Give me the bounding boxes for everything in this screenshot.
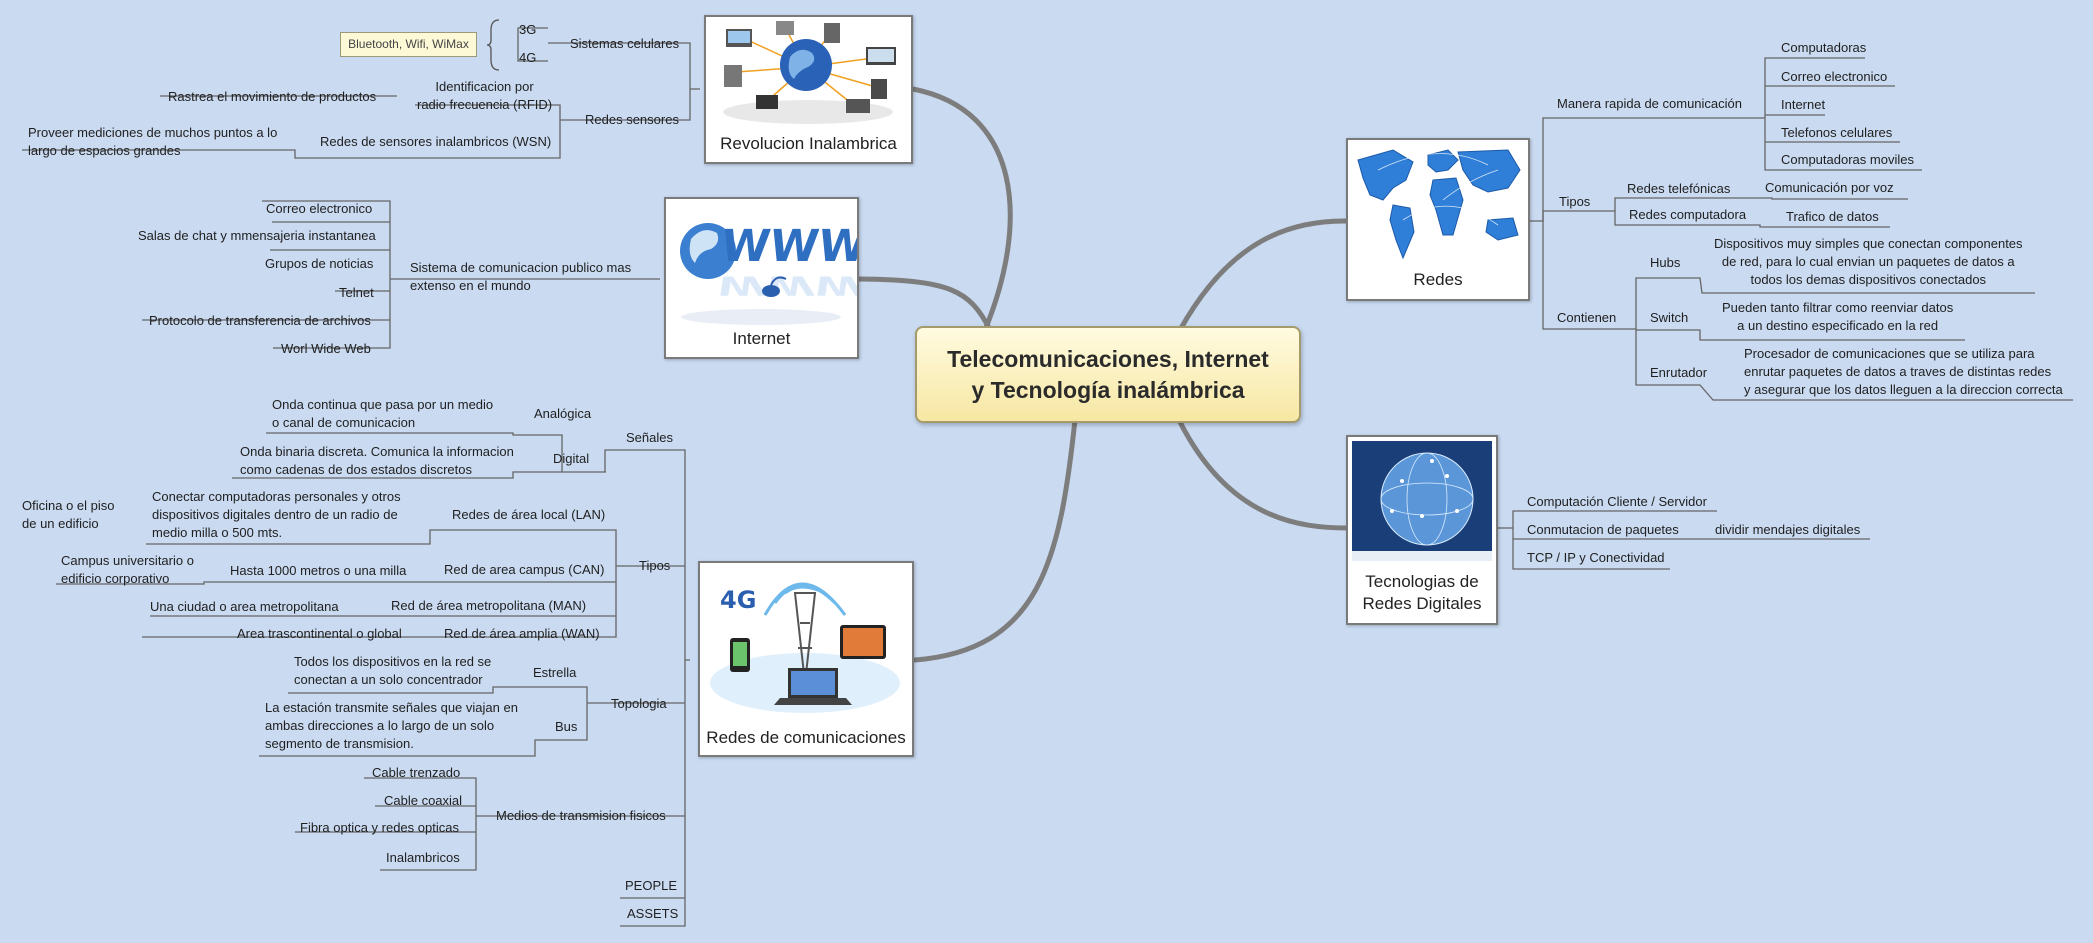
redes-card[interactable]: Redes	[1346, 138, 1530, 301]
node-estrella[interactable]: Estrella	[533, 665, 577, 680]
node-enrutador-detail[interactable]: Procesador de comunicaciones que se util…	[1744, 346, 2063, 397]
svg-text:WWW: WWW	[718, 221, 857, 272]
node-topologia[interactable]: Topologia	[611, 696, 667, 711]
medios-item-1[interactable]: Cable trenzado	[372, 765, 461, 780]
wireless-standards-callout[interactable]: Bluetooth, Wifi, WiMax	[340, 32, 477, 57]
manera-item-1[interactable]: Computadoras	[1781, 40, 1867, 55]
node-redes-sensores[interactable]: Redes sensores	[585, 112, 679, 127]
node-people[interactable]: PEOPLE	[625, 878, 678, 893]
node-3g[interactable]: 3G	[519, 22, 537, 37]
medios-item-3[interactable]: Fibra optica y redes opticas	[300, 820, 459, 835]
internet-item-4[interactable]: Telnet	[339, 285, 374, 300]
revolucion-inalambrica-card[interactable]: Revolucion Inalambrica	[704, 15, 913, 164]
node-man-detail[interactable]: Una ciudad o area metropolitana	[150, 599, 339, 614]
node-tipos-redes[interactable]: Tipos	[1559, 194, 1591, 209]
world-map-image	[1357, 149, 1521, 260]
node-wsn[interactable]: Redes de sensores inalambricos (WSN)	[320, 134, 552, 149]
medios-item-2[interactable]: Cable coaxial	[384, 793, 463, 808]
node-wan[interactable]: Red de área amplia (WAN)	[444, 626, 600, 641]
node-assets[interactable]: ASSETS	[627, 906, 679, 921]
node-lan-detail2[interactable]: Oficina o el piso de un edificio	[22, 498, 115, 531]
node-redes-computadora[interactable]: Redes computadora	[1629, 207, 1747, 222]
node-analogica-detail[interactable]: Onda continua que pasa por un medio o ca…	[272, 397, 494, 430]
node-enrutador[interactable]: Enrutador	[1650, 365, 1708, 380]
svg-text:4G: 4G	[720, 586, 756, 614]
node-bus[interactable]: Bus	[555, 719, 578, 734]
tecnologias-item-2[interactable]: Conmutacion de paquetes	[1527, 522, 1679, 537]
manera-item-2[interactable]: Correo electronico	[1781, 69, 1888, 84]
node-lan[interactable]: Redes de área local (LAN)	[452, 507, 606, 522]
revolucion-title: Revolucion Inalambrica	[720, 134, 897, 153]
node-redes-telefonicas[interactable]: Redes telefónicas	[1627, 181, 1731, 196]
medios-item-4[interactable]: Inalambricos	[386, 850, 460, 865]
manera-item-5[interactable]: Computadoras moviles	[1781, 152, 1914, 167]
node-rfid[interactable]: Identificacion por radio frecuencia (RFI…	[417, 79, 553, 112]
node-switch-detail[interactable]: Pueden tanto filtrar como reenviar datos…	[1722, 300, 1954, 333]
tecnologias-item-1[interactable]: Computación Cliente / Servidor	[1527, 494, 1707, 509]
node-computadora-detail[interactable]: Trafico de datos	[1786, 209, 1879, 224]
tecnologias-card[interactable]: Tecnologias de Redes Digitales	[1346, 435, 1498, 625]
node-senales[interactable]: Señales	[626, 430, 673, 445]
www-image: WWW WWW	[680, 221, 870, 325]
tecnologias-item-3[interactable]: TCP / IP y Conectividad	[1527, 550, 1665, 565]
communications-devices-image: 4G	[710, 582, 900, 713]
node-analogica[interactable]: Analógica	[534, 406, 592, 421]
node-switch[interactable]: Switch	[1650, 310, 1689, 325]
node-contienen[interactable]: Contienen	[1557, 310, 1617, 325]
node-hubs-detail[interactable]: Dispositivos muy simples que conectan co…	[1714, 236, 2023, 287]
node-wan-detail[interactable]: Area trascontinental o global	[237, 626, 402, 641]
node-telefonicas-detail[interactable]: Comunicación por voz	[1765, 180, 1894, 195]
node-medios[interactable]: Medios de transmision fisicos	[496, 808, 666, 823]
tecnologias-paquetes-detail[interactable]: dividir mendajes digitales	[1715, 522, 1861, 537]
internet-item-5[interactable]: Protocolo de transferencia de archivos	[149, 313, 371, 328]
node-tipos-com[interactable]: Tipos	[639, 558, 671, 573]
node-manera-rapida[interactable]: Manera rapida de comunicación	[1557, 96, 1742, 111]
node-digital-detail[interactable]: Onda binaria discreta. Comunica la infor…	[240, 444, 514, 477]
manera-item-4[interactable]: Telefonos celulares	[1781, 125, 1893, 140]
internet-item-3[interactable]: Grupos de noticias	[265, 256, 374, 271]
node-can-detail2[interactable]: Campus universitario o edificio corporat…	[61, 553, 194, 586]
node-4g[interactable]: 4G	[519, 50, 537, 65]
node-estrella-detail[interactable]: Todos los dispositivos en la red se cone…	[294, 654, 492, 687]
central-topic[interactable]: Telecomunicaciones, Internet y Tecnologí…	[915, 326, 1301, 423]
internet-item-2[interactable]: Salas de chat y mmensajeria instantanea	[138, 228, 376, 243]
redes-title: Redes	[1413, 270, 1463, 289]
internet-item-1[interactable]: Correo electronico	[266, 201, 373, 216]
digital-globe-image	[1352, 441, 1492, 561]
node-internet-sistema[interactable]: Sistema de comunicacion publico mas exte…	[410, 260, 632, 293]
redes-comunicaciones-title: Redes de comunicaciones	[706, 728, 906, 747]
node-rfid-detail[interactable]: Rastrea el movimiento de productos	[168, 89, 377, 104]
node-digital[interactable]: Digital	[553, 451, 590, 466]
internet-card[interactable]: WWW WWW Internet	[664, 197, 870, 359]
node-sistemas-celulares[interactable]: Sistemas celulares	[570, 36, 680, 51]
node-lan-detail[interactable]: Conectar computadoras personales y otros…	[152, 489, 401, 540]
brace-icon	[486, 19, 500, 71]
node-man[interactable]: Red de área metropolitana (MAN)	[391, 598, 587, 613]
internet-item-6[interactable]: Worl Wide Web	[281, 341, 371, 356]
node-hubs[interactable]: Hubs	[1650, 255, 1681, 270]
node-wsn-detail[interactable]: Proveer mediciones de muchos puntos a lo…	[28, 125, 278, 158]
tecnologias-title: Tecnologias de Redes Digitales	[1362, 572, 1482, 613]
node-can[interactable]: Red de area campus (CAN)	[444, 562, 605, 577]
internet-title: Internet	[732, 329, 791, 348]
svg-text:WWW: WWW	[713, 270, 857, 301]
redes-comunicaciones-card[interactable]: 4G Redes de comunicaciones	[698, 561, 914, 757]
wireless-network-image	[723, 21, 896, 124]
node-bus-detail[interactable]: La estación transmite señales que viajan…	[265, 700, 518, 751]
node-can-detail[interactable]: Hasta 1000 metros o una milla	[230, 563, 407, 578]
manera-item-3[interactable]: Internet	[1781, 97, 1826, 112]
